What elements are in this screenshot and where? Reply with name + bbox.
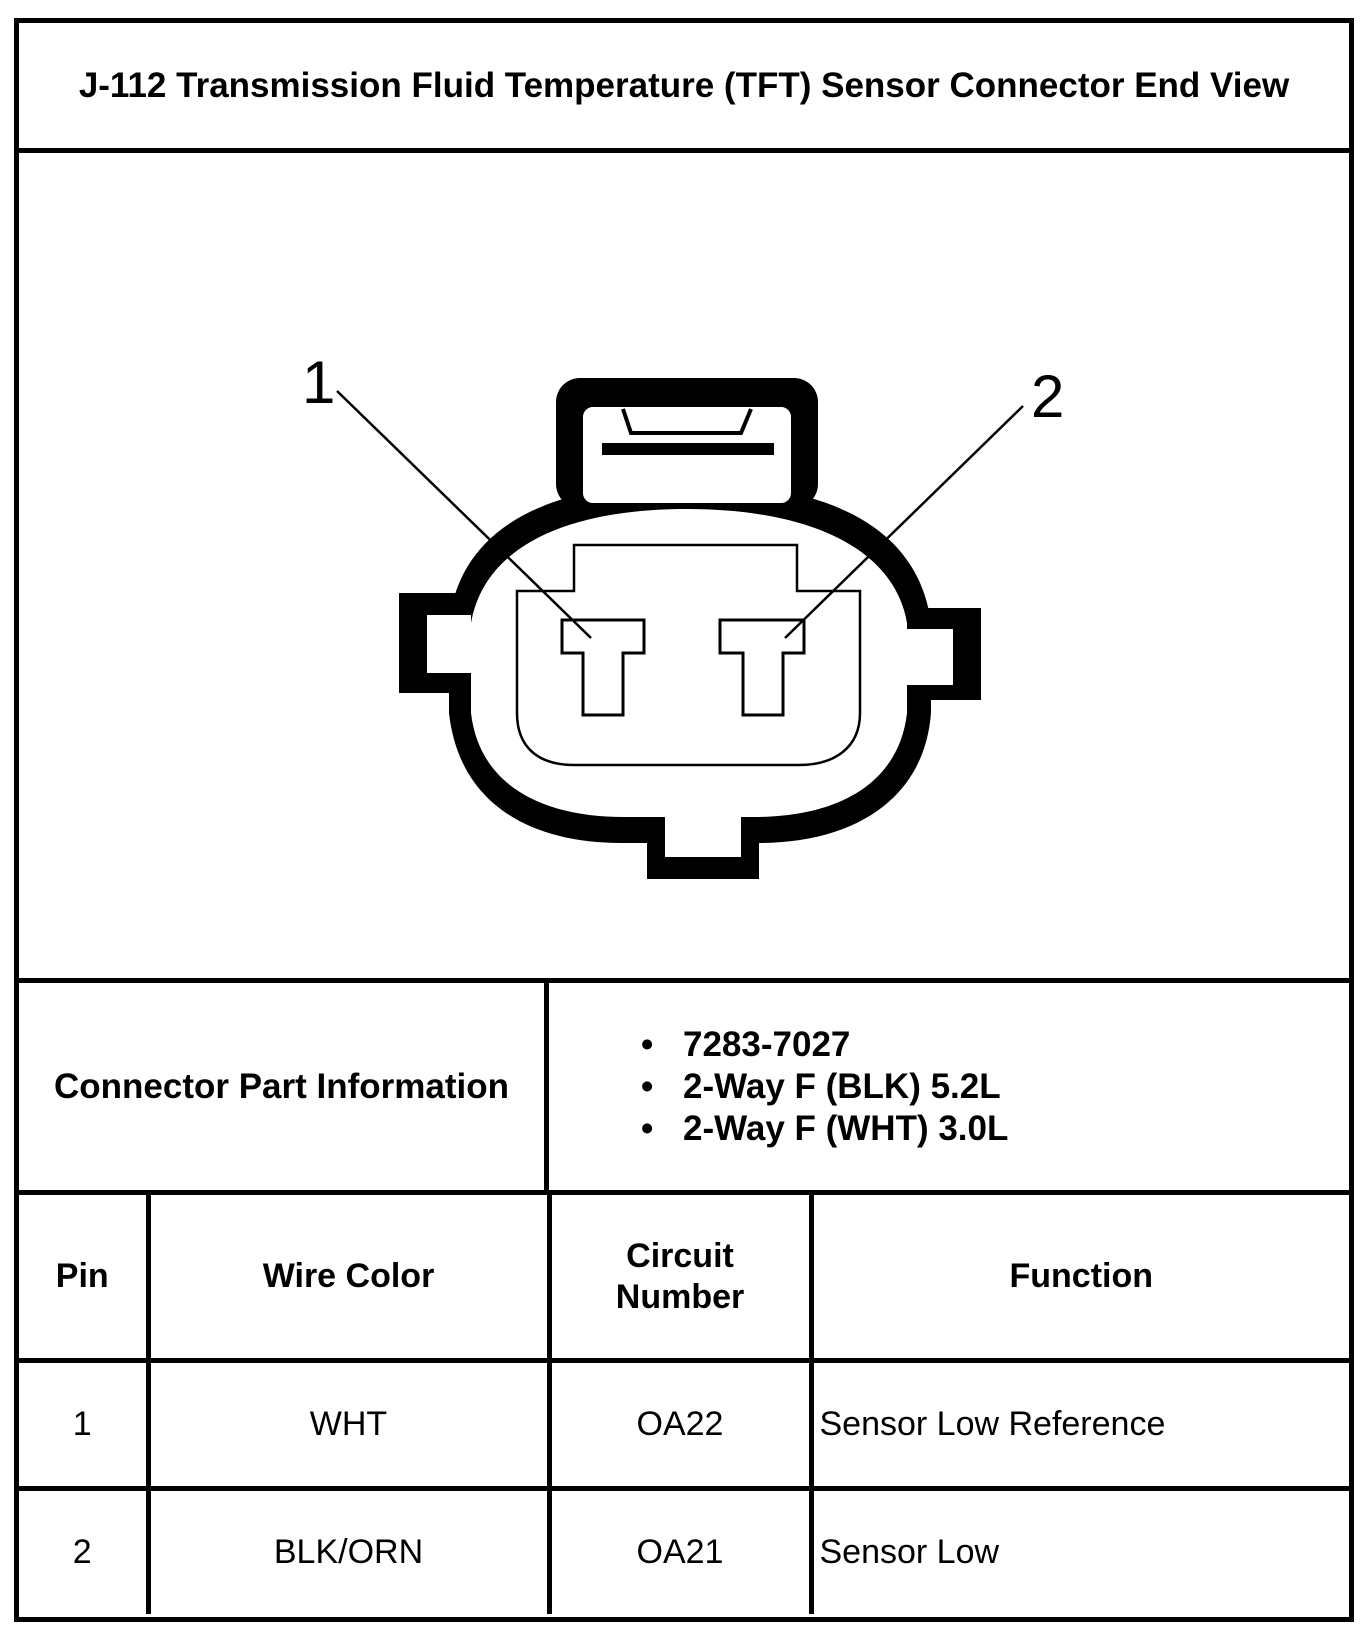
pin-cell: 2 [19,1486,151,1614]
connector-part-info-label: Connector Part Information [19,983,549,1190]
bullet-icon: • [641,1024,654,1064]
header-wire-color: Wire Color [145,1195,552,1363]
bullet-icon: • [641,1066,654,1106]
table-row: 1 WHT OA22 Sensor Low Reference [19,1358,1349,1491]
header-pin: Pin [19,1195,151,1363]
pin-2-leader-line [784,405,1024,639]
wire-color-cell: WHT [145,1358,552,1491]
circuit-cell: OA21 [546,1486,814,1614]
pin-1-leader-line [336,390,592,639]
list-item: • 2-Way F (WHT) 3.0L [549,1108,1349,1150]
part-number: 7283-7027 [683,1024,851,1064]
connector-document: J-112 Transmission Fluid Temperature (TF… [14,18,1354,1622]
pin-cell: 1 [19,1358,151,1491]
connector-part-info: Connector Part Information • 7283-7027 • 2… [19,983,1349,1195]
bullet-icon: • [641,1108,654,1148]
connector-part-info-list: • 7283-7027 • 2-Way F (BLK) 5.2L • 2-Way F … [549,983,1349,1190]
circuit-cell: OA22 [546,1358,814,1491]
function-cell: Sensor Low Reference [808,1358,1349,1491]
part-variant: 2-Way F (BLK) 5.2L [683,1066,1001,1106]
table-row: 2 BLK/ORN OA21 Sensor Low [19,1486,1349,1614]
terminal-1 [560,618,646,717]
connector-end-view-diagram: 1 2 [19,153,1349,983]
pin-1-label: 1 [302,349,335,416]
function-cell: Sensor Low [808,1486,1349,1614]
document-title: J-112 Transmission Fluid Temperature (TF… [19,23,1349,153]
list-item: • 7283-7027 [549,1024,1349,1066]
pin-2-label: 2 [1031,363,1064,430]
part-variant: 2-Way F (WHT) 3.0L [683,1108,1009,1148]
terminal-insert [515,543,862,767]
list-item: • 2-Way F (BLK) 5.2L [549,1066,1349,1108]
header-function: Function [808,1195,1349,1363]
terminal-2 [718,618,806,717]
header-circuit-line2: Number [615,1277,745,1316]
header-circuit-line1: Circuit [626,1236,734,1275]
connector-drawing: 1 2 [302,349,1064,879]
wire-color-cell: BLK/ORN [145,1486,552,1614]
